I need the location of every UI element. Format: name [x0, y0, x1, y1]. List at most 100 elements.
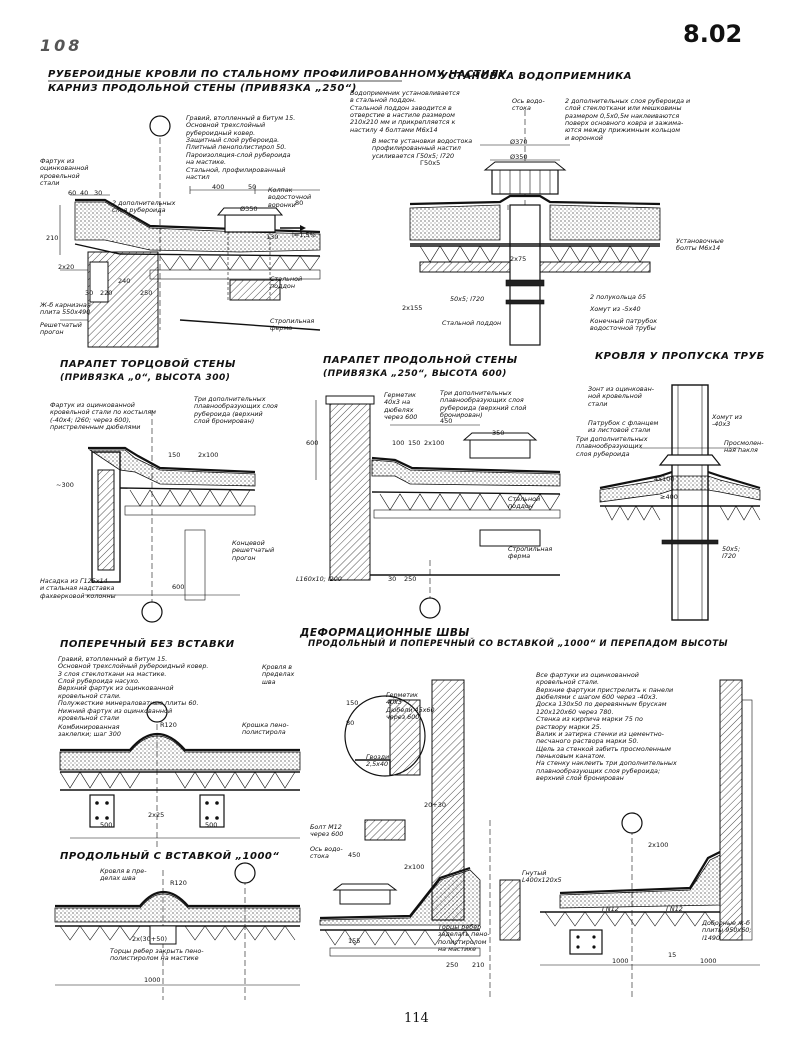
note-drain-angle: 50х5; l720 [450, 295, 485, 303]
note-ji-i1: I N12 [602, 905, 619, 913]
dim-label: 1000 [700, 957, 717, 965]
dim-label: 80 [295, 199, 304, 207]
dim-label: 1000 [144, 976, 161, 984]
dim-label: 2х100 [198, 451, 219, 459]
long-joint-detail [54, 862, 301, 1000]
note-pipe-gasket: Просмолен- ная пакля [724, 439, 764, 455]
dim-label: 80 [346, 719, 355, 727]
dim-label: 250 [140, 289, 153, 297]
note-ji-bent: Гнутый L400х120х5 [522, 869, 562, 885]
heading-end-parapet: ПАРАПЕТ ТОРЦОВОЙ СТЕНЫ [60, 359, 236, 370]
note-pipe-flange: Патрубок с фланцем из листовой стали [588, 419, 659, 435]
dim-label: 250 [446, 961, 459, 969]
note-drain-clamp: Хомут из -5х40 [590, 305, 641, 313]
note-pe-flashing: Фартук из оцинкованной кровельной стали … [50, 401, 156, 432]
roof-insulation [74, 201, 321, 253]
cross-joint-detail [59, 701, 301, 850]
heading-long-parapet-sub: (ПРИВЯЗКА „250“, ВЫСОТА 600) [323, 369, 507, 379]
dim-label: 500 [205, 821, 218, 829]
page-number: 114 [404, 1011, 429, 1026]
dim-label: 600 [306, 439, 319, 447]
note-eave-panel: Ж-б карнизная плита 550х490 [40, 301, 91, 317]
note-ji-axis: Ось водо- стока [310, 845, 343, 861]
dim-label: ~300 [56, 481, 74, 489]
note-pe-layers: Три дополнительных плавнообразующих слоя… [194, 395, 278, 426]
note-drain-axis: Ось водо- стока [512, 97, 545, 113]
dim-label: i=1,5% [292, 231, 316, 239]
note-pipe-clamp: Хомут из -40х3 [712, 413, 743, 429]
dim-label: 1000 [612, 957, 629, 965]
dim-label: 2х100 [424, 439, 445, 447]
heading-drain: УСТАНОВКА ВОДОПРИЕМНИКА [440, 71, 633, 82]
dim-label: 150 [168, 451, 181, 459]
note-eave-tray: Стальной поддон [270, 275, 303, 291]
dim-label: 2х25 [148, 811, 165, 819]
dim-label: 100 [392, 439, 405, 447]
dim-label: 450 [440, 417, 453, 425]
note-ji-i2: I N12 [666, 905, 683, 913]
dim-label: Г50х5 [420, 159, 441, 167]
note-pl-tray: Стальной поддон [508, 495, 541, 511]
note-jl-roof: Кровля в пре- делах шва [100, 867, 147, 883]
note-pl-truss: Стропильная ферма [508, 545, 553, 561]
dim-label: 20+30 [424, 801, 446, 809]
note-drain-bolts: Установочные болты М6х14 [676, 237, 724, 253]
heading-pipe: КРОВЛЯ У ПРОПУСКА ТРУБ [595, 351, 765, 362]
note-jl-bottom: Торцы ребер закрыть пено- полистиролом н… [110, 947, 204, 963]
note-pl-layers: Три дополнительных плавнообразующих слоя… [440, 389, 527, 420]
note-ji-ends: Торцы ребер заделать пено- полистиролом … [438, 923, 490, 954]
dim-label: R120 [170, 879, 187, 887]
note-jc-roof: Кровля в пределах шва [262, 663, 295, 686]
dim-label: 4х100 [654, 475, 675, 483]
heading-joint-insert: ПРОДОЛЬНЫЙ И ПОПЕРЕЧНЫЙ СО ВСТАВКОЙ „100… [308, 639, 728, 649]
note-ji-nails: Гвозди 2,5х40 [366, 753, 390, 769]
note-pipe-layers: Три дополнительных плавнообразующих слоя… [576, 435, 648, 458]
dim-label: 2х20 [58, 263, 75, 271]
note-drain-layers: 2 дополнительных слоя рубероида и слой с… [565, 97, 691, 142]
dim-label: 30 [85, 289, 94, 297]
dim-label: 2х(30+50) [132, 935, 168, 943]
note-ji-notes: Все фартуки из оцинкованной кровельной с… [536, 671, 677, 783]
dim-label: 30 [94, 189, 103, 197]
dim-label: 250 [404, 575, 417, 583]
heading-joints: ДЕФОРМАЦИОННЫЕ ШВЫ [300, 627, 470, 639]
note-drain: Водоприемник установливается в стальной … [350, 89, 460, 134]
dim-label: 40 [80, 189, 89, 197]
note-ji-slab: Доборные ж-б плиты 950х60; l1490 [702, 919, 752, 942]
heading-long-joint: ПРОДОЛЬНЫЙ С ВСТАВКОЙ „1000“ [60, 851, 280, 862]
sheet-code: 8.02 [683, 20, 743, 48]
dim-label: 30 [388, 575, 397, 583]
note-jc-crumb: Крошка пено- полистирола [242, 721, 289, 737]
dim-label: 50 [248, 183, 257, 191]
note-pl-hermetic: Герметик 40х3 на дюбелях через 600 [384, 391, 418, 422]
dim-label: 600 [172, 583, 185, 591]
dim-label: 150 [408, 439, 421, 447]
height-drop-joint-detail [319, 679, 760, 1000]
note-drain-pipe: Конечный патрубок водосточной трубы [590, 317, 658, 333]
note-pe-purlin: Концевой решетчатый прогон [232, 539, 275, 562]
dim-label: 400 [212, 183, 225, 191]
drain-detail [409, 110, 661, 346]
dim-label: 220 [100, 289, 113, 297]
note-eave-layers: Гравий, втопленный в битум 15. Основной … [186, 114, 296, 181]
note-eave-flashing: Фартук из оцинкованной кровельной стали [40, 157, 89, 188]
note-drain-tray: Стальной поддон [442, 319, 502, 327]
note-eave-funnel: Колпак водосточной воронки [268, 186, 312, 209]
end-parapet-detail [85, 410, 256, 623]
note-pe-insert: Насадка из Г125х14 и стальная надставка … [40, 577, 116, 600]
note-drain-strips: 2 полукольца δ5 [590, 293, 646, 301]
heading-long-parapet: ПАРАПЕТ ПРОДОЛЬНОЙ СТЕНЫ [323, 355, 518, 366]
axis-marker [149, 115, 171, 137]
dim-label: 500 [100, 821, 113, 829]
eave-detail [59, 115, 321, 348]
dim-label: 150 [346, 699, 359, 707]
dim-label: 2х75 [510, 255, 527, 263]
note-pl-angle: L160х10; l200 [296, 575, 342, 583]
dim-label: ≥400 [660, 493, 678, 501]
dim-label: 15 [668, 951, 677, 959]
dim-label: 2х100 [404, 863, 425, 871]
dim-label: 2х155 [402, 304, 423, 312]
heading-cross-joint: ПОПЕРЕЧНЫЙ БЕЗ ВСТАВКИ [60, 639, 235, 650]
note-eave-truss: Стропильная ферма [270, 317, 315, 333]
note-jc-strip: Комбинированная заклепки; шаг 300 [58, 723, 121, 739]
